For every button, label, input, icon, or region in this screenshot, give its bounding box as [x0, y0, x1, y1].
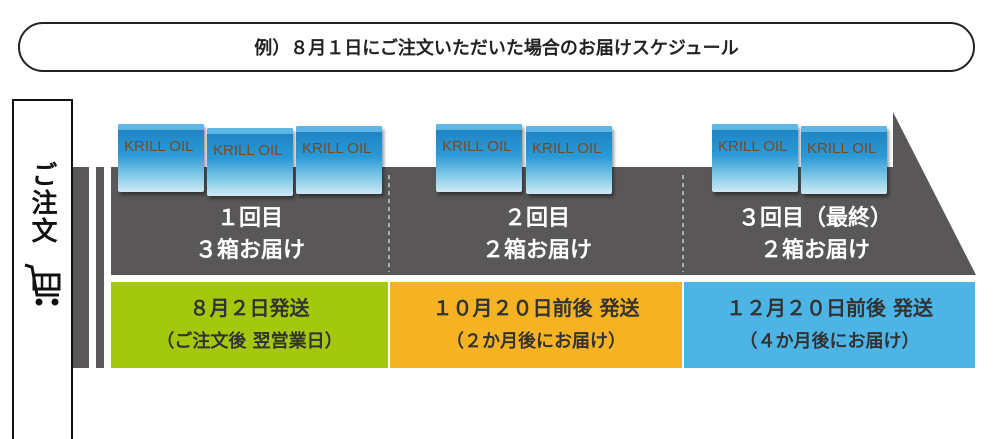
ship-date: １２月２０日前後 発送 — [726, 296, 933, 320]
timeline-bar — [73, 167, 89, 368]
stage-number: １回目 — [216, 206, 283, 231]
product-box: KRILL OIL — [296, 126, 382, 194]
product-box: KRILL OIL — [801, 126, 887, 194]
cart-icon — [24, 263, 60, 306]
shipping-date-2: １０月２０日前後 発送 （２か月後にお届け） — [390, 282, 682, 368]
delivery-stage-1: １回目 ３箱お届け — [115, 203, 385, 267]
stage-quantity: ２箱お届け — [481, 238, 592, 263]
stage-quantity: ３箱お届け — [194, 238, 305, 263]
ship-date: ８月２日発送 — [189, 296, 310, 320]
order-label-box: ご注文 — [12, 99, 73, 439]
product-box: KRILL OIL — [436, 124, 522, 192]
delivery-stage-3: ３回目（最終） ２箱お届け — [680, 203, 950, 267]
product-box: KRILL OIL — [712, 124, 798, 192]
stage-number: ３回目（最終） — [737, 206, 892, 231]
product-box: KRILL OIL — [526, 126, 612, 194]
product-box: KRILL OIL — [207, 128, 293, 196]
ship-note: （４か月後にお届け） — [739, 331, 920, 352]
delivery-stage-2: ２回目 ２箱お届け — [402, 203, 672, 267]
stage-quantity: ２箱お届け — [759, 238, 870, 263]
timeline-bar — [96, 167, 104, 368]
product-box: KRILL OIL — [118, 124, 204, 192]
shipping-date-3: １２月２０日前後 発送 （４か月後にお届け） — [684, 282, 975, 368]
ship-note: （２か月後にお届け） — [446, 331, 626, 352]
stage-number: ２回目 — [503, 206, 570, 231]
shipping-date-1: ８月２日発送 （ご注文後 翌営業日） — [111, 282, 388, 368]
schedule-title: 例）８月１日にご注文いただいた場合のお届けスケジュール — [18, 22, 975, 72]
ship-date: １０月２０日前後 発送 — [432, 296, 640, 320]
order-label: ご注文 — [27, 161, 57, 245]
ship-note: （ご注文後 翌営業日） — [156, 331, 343, 352]
